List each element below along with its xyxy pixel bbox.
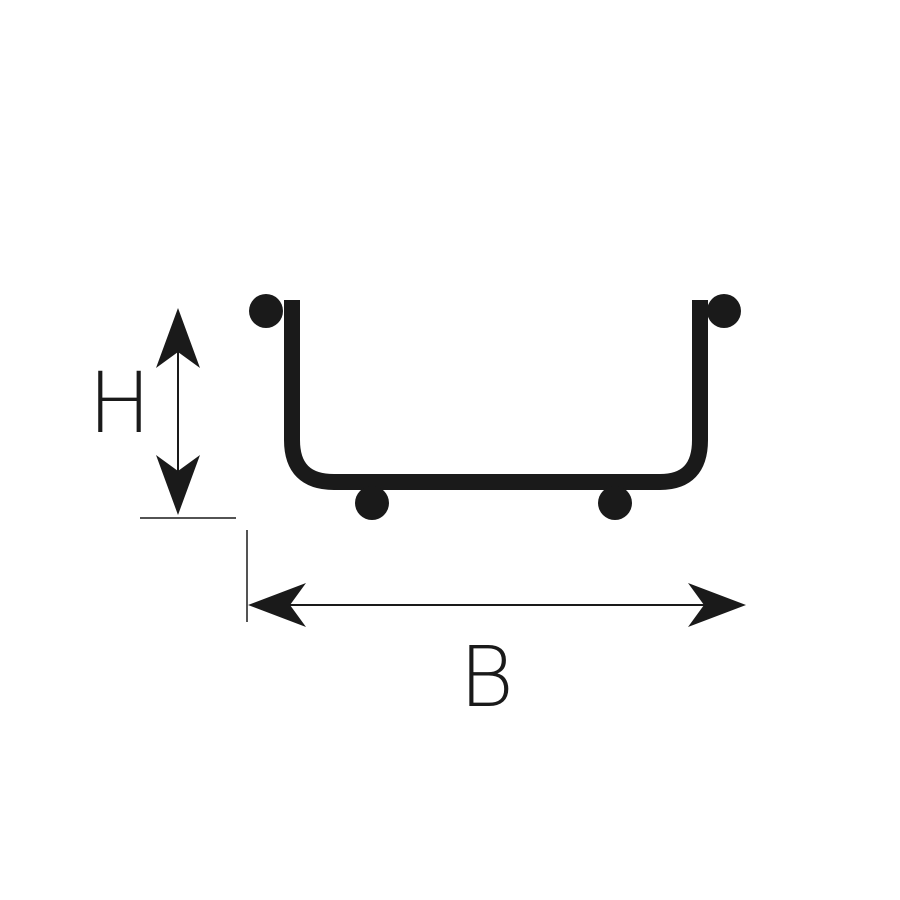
width-dimension-arrow: [248, 583, 746, 627]
bottom-right-bead: [598, 486, 632, 520]
channel-profile: [284, 300, 708, 490]
top-right-bead: [707, 294, 741, 328]
height-label: H: [88, 354, 151, 452]
width-label: B: [459, 628, 514, 726]
top-left-bead: [249, 294, 283, 328]
bottom-left-bead: [355, 486, 389, 520]
height-dimension-arrow: [156, 308, 200, 515]
